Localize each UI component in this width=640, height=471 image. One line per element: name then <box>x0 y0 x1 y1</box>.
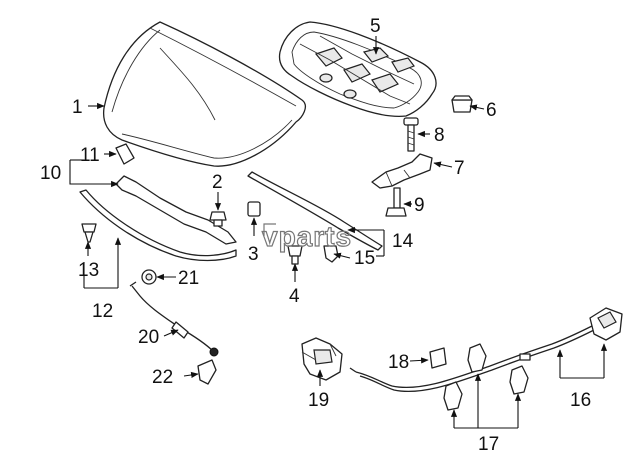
callout-9: 9 <box>414 195 425 216</box>
callout-labels: 1 2 3 4 5 6 7 8 9 10 11 12 13 14 15 16 1… <box>40 16 591 455</box>
callout-5: 5 <box>370 16 381 37</box>
latch-bracket-part <box>371 153 433 189</box>
callout-20: 20 <box>138 327 159 348</box>
callout-6: 6 <box>486 100 497 121</box>
callout-12: 12 <box>92 301 113 322</box>
cable-retainer-clips <box>443 343 529 411</box>
hood-inner-panel <box>278 21 437 118</box>
callout-15: 15 <box>354 248 375 269</box>
lower-seal-strip <box>79 189 237 262</box>
leader-lines <box>69 36 608 429</box>
release-cable-part <box>129 281 219 357</box>
pin-part <box>287 245 303 265</box>
callout-22: 22 <box>152 367 173 388</box>
callout-19: 19 <box>308 390 329 411</box>
callout-17: 17 <box>478 434 499 455</box>
callout-16: 16 <box>570 390 591 411</box>
small-clip-part <box>247 201 261 217</box>
bolt-small-part <box>209 211 227 227</box>
grommet-part <box>141 269 157 285</box>
callout-4: 4 <box>289 286 300 307</box>
callout-13: 13 <box>78 260 99 281</box>
callout-18: 18 <box>388 352 409 373</box>
hood-panel <box>102 21 306 167</box>
watermark-logo: vparts <box>262 221 352 252</box>
bolt-lower-part <box>385 187 407 217</box>
callout-10: 10 <box>40 163 61 184</box>
hood-latch-part <box>301 337 343 381</box>
callout-7: 7 <box>454 158 465 179</box>
callout-1: 1 <box>72 97 83 118</box>
hood-cable-part <box>349 307 623 393</box>
clip-part <box>115 143 135 165</box>
callout-11: 11 <box>80 145 100 166</box>
watermark-bar <box>263 223 276 236</box>
front-seal-strip <box>115 175 237 245</box>
push-pin-part <box>81 223 97 243</box>
release-handle-part <box>197 359 217 385</box>
callout-21: 21 <box>178 268 199 289</box>
callout-8: 8 <box>434 125 445 146</box>
cable-clip-part <box>429 347 447 369</box>
bolt-part <box>403 117 419 152</box>
callout-3: 3 <box>248 244 259 265</box>
callout-2: 2 <box>212 172 223 193</box>
hood-bumper-part <box>451 95 473 113</box>
callout-14: 14 <box>392 231 414 252</box>
